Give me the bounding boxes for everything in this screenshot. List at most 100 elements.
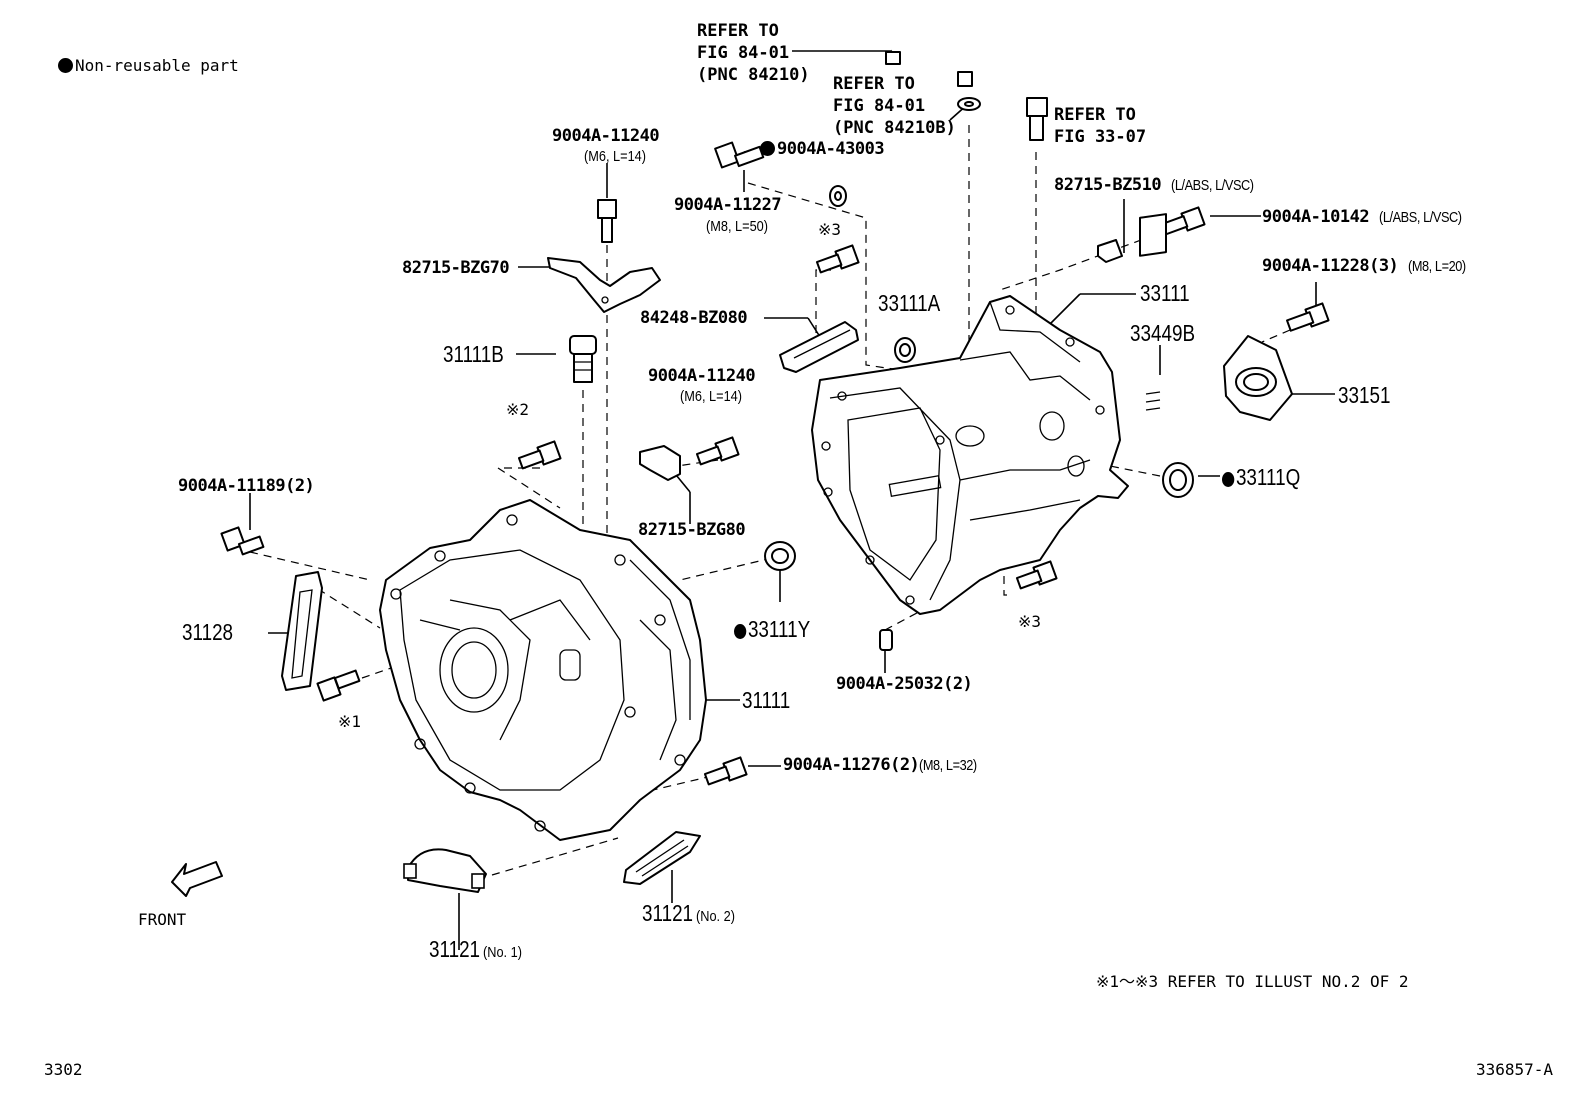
part-label-33449b[interactable]: 33449B (1130, 322, 1195, 345)
part-label-31128[interactable]: 31128 (182, 621, 233, 644)
part-label-84248-bz080[interactable]: 84248-BZ080 (640, 308, 748, 328)
part-number: 82715-BZG70 (402, 258, 510, 278)
dashed-lines (249, 125, 1291, 876)
bolt-9004a-11228 (1286, 302, 1330, 332)
part-spec-9004a-11240-mid: (M6, L=14) (680, 388, 753, 404)
part-number: 9004A-11228(3) (1262, 256, 1399, 276)
seal-33111a (894, 337, 916, 363)
pin-9004a-25032 (879, 629, 893, 651)
transmission-case-33111 (811, 295, 1129, 615)
part-number: 9004A-25032(2) (836, 674, 973, 694)
bolt-9004a-11240-top (597, 199, 617, 243)
part-number: ※3 (1018, 612, 1042, 631)
part-label-ref1[interactable]: ※1 (338, 714, 361, 730)
legend: Non-reusable part (58, 58, 239, 74)
part-spec: (No. 1) (483, 944, 523, 961)
part-label-33151[interactable]: 33151 (1338, 384, 1390, 407)
part-number: 9004A-11240 (552, 126, 660, 146)
part-label-82715-bzg70[interactable]: 82715-BZG70 (402, 258, 510, 278)
callout-refer-33-07: REFER TO FIG 33-07 (1054, 104, 1146, 148)
callout-line-2: FIG 84-01 (697, 43, 790, 63)
reference-note: ※1～※3 REFER TO ILLUST NO.2 OF 2 (1096, 974, 1409, 990)
legend-text: Non-reusable part (75, 56, 239, 75)
bolt-ref3-bottom (1015, 560, 1058, 590)
part-number: 33151 (1338, 382, 1391, 408)
part-label-33111q[interactable]: 33111Q (1222, 466, 1300, 489)
cover-31128 (281, 571, 323, 691)
part-spec: (M8, L=32) (919, 757, 978, 774)
part-label-82715-bz510[interactable]: 82715-BZ510 (L/ABS, L/VSC) (1054, 177, 1268, 194)
part-number: 33449B (1130, 320, 1196, 346)
part-number: 33111A (878, 290, 941, 316)
seal-33111q (1162, 462, 1194, 498)
callout-line-1: REFER TO (833, 74, 915, 94)
callout-line-2: FIG 84-01 (833, 96, 926, 116)
non-reusable-dot-icon (734, 624, 747, 639)
part-label-31121-no2[interactable]: 31121(No. 2) (642, 902, 742, 925)
part-number: ※3 (818, 220, 842, 239)
part-label-9004a-25032[interactable]: 9004A-25032(2) (836, 674, 973, 694)
reference-note-text: ※1～※3 REFER TO ILLUST NO.2 OF 2 (1096, 972, 1409, 991)
part-label-9004a-11240-mid[interactable]: 9004A-11240 (648, 366, 756, 386)
part-label-9004a-11276[interactable]: 9004A-11276(2)(M8, L=32) (783, 757, 987, 774)
switch-31111b (569, 335, 597, 383)
bracket-82715-bz510 (1097, 239, 1123, 263)
part-label-31111b[interactable]: 31111B (443, 343, 504, 366)
footer-left: 3302 (44, 1062, 83, 1078)
bolt-9004a-11276 (703, 756, 748, 786)
part-spec: (M8, L=20) (1408, 258, 1466, 275)
part-label-31121-no1[interactable]: 31121(No. 1) (429, 938, 529, 961)
part-label-ref3-bottom[interactable]: ※3 (1018, 614, 1041, 630)
bolt-refer-33-07 (1026, 97, 1048, 141)
bracket-82715-bzg80 (639, 445, 681, 481)
part-spec: (M8, L=50) (706, 218, 769, 235)
part-spec: (M6, L=14) (680, 388, 743, 405)
front-arrow-icon (171, 861, 223, 897)
washer-84210b (957, 97, 981, 111)
part-number: 31128 (182, 619, 234, 645)
callout-line-1: REFER TO (1054, 105, 1136, 125)
part-label-9004a-43003[interactable]: 9004A-43003 (760, 141, 885, 158)
bolt-ref1 (316, 669, 361, 702)
cover-31121-no1 (403, 848, 487, 893)
bolt-ref2 (517, 440, 562, 470)
part-label-33111a[interactable]: 33111A (878, 292, 940, 315)
callout-line-3: (PNC 84210) (697, 65, 810, 85)
part-spec: (No. 2) (696, 908, 736, 925)
part-label-33111y[interactable]: 33111Y (734, 618, 810, 641)
part-number: 31121 (642, 900, 694, 926)
part-number: 82715-BZG80 (638, 520, 746, 540)
callout-line-1: REFER TO (697, 21, 779, 41)
non-reusable-dot-icon (760, 141, 775, 156)
part-spec: (L/ABS, L/VSC) (1170, 177, 1254, 194)
part-label-ref2[interactable]: ※2 (506, 402, 529, 418)
bolt-9004a-11227 (714, 141, 765, 169)
transmission-housing-31111 (379, 499, 707, 841)
part-number: 9004A-11227 (674, 195, 782, 215)
part-label-ref3-top[interactable]: ※3 (818, 222, 841, 238)
part-number: 9004A-11240 (648, 366, 756, 386)
part-label-31111[interactable]: 31111 (742, 689, 790, 712)
part-number: 9004A-11276(2) (783, 755, 920, 775)
part-number: 84248-BZ080 (640, 308, 748, 328)
part-label-9004a-11228[interactable]: 9004A-11228(3) (M8, L=20) (1262, 258, 1476, 275)
footer-right-text: 336857-A (1476, 1060, 1554, 1079)
cover-31121-no2 (623, 831, 701, 885)
part-label-9004a-11189[interactable]: 9004A-11189(2) (178, 476, 315, 496)
part-label-9004a-11227[interactable]: 9004A-11227 (674, 195, 782, 215)
part-spec-9004a-11227: (M8, L=50) (706, 218, 779, 234)
label-33449b (1139, 213, 1167, 411)
seal-33111y (764, 541, 796, 571)
part-number: 9004A-10142 (1262, 207, 1370, 227)
callout-refer-84-01-a: REFER TO FIG 84-01 (PNC 84210) (697, 20, 810, 86)
front-label: FRONT (138, 912, 186, 928)
footer-right: 336857-A (1476, 1062, 1553, 1078)
part-number: 9004A-11189(2) (178, 476, 315, 496)
part-label-9004a-11240-top[interactable]: 9004A-11240 (552, 126, 660, 146)
part-label-9004a-10142[interactable]: 9004A-10142 (L/ABS, L/VSC) (1262, 209, 1476, 226)
part-number: 33111Q (1235, 464, 1301, 490)
callout-refer-84-01-b: REFER TO FIG 84-01 (PNC 84210B) (833, 73, 956, 139)
part-label-33111[interactable]: 33111 (1140, 282, 1190, 305)
part-label-82715-bzg80[interactable]: 82715-BZG80 (638, 520, 746, 540)
callout-line-3: (PNC 84210B) (833, 118, 956, 138)
